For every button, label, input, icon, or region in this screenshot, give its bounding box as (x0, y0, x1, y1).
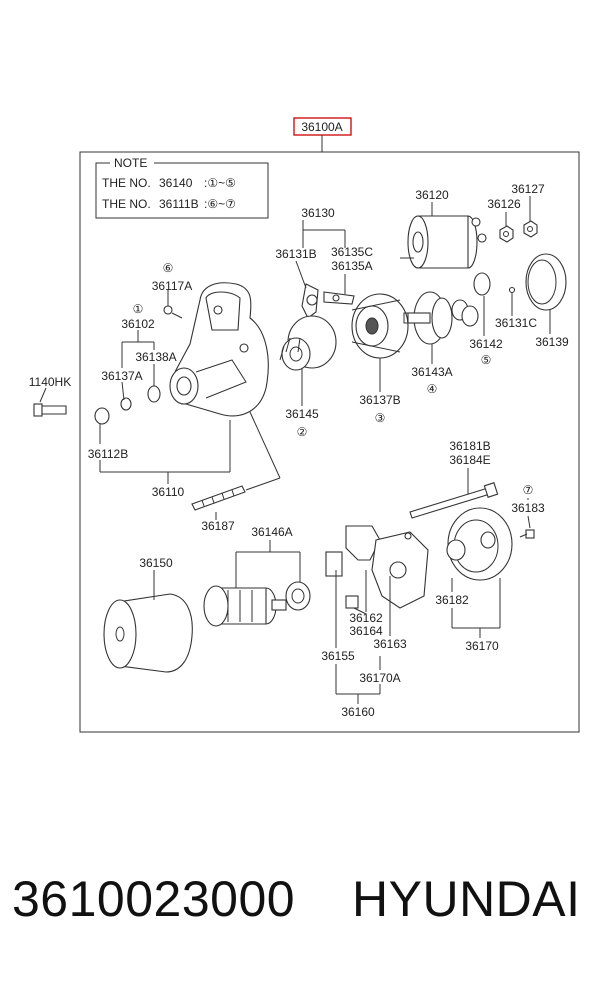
callout-36184E[interactable]: 36184E (449, 453, 490, 467)
callout-36155[interactable]: 36155 (321, 649, 355, 663)
callout-36120[interactable]: 36120 (415, 188, 449, 202)
callout-36131C[interactable]: 36131C (495, 316, 537, 330)
callout-labels: 36120 36127 36126 36130 36131B 36135C 36… (29, 182, 569, 719)
internal-gear-drawing (508, 253, 567, 311)
front-housing-drawing (169, 282, 269, 417)
marker-2[interactable]: ② (297, 425, 308, 439)
callout-36150[interactable]: 36150 (139, 556, 173, 570)
callout-36137B[interactable]: 36137B (359, 393, 400, 407)
footer: 3610023000 HYUNDAI (0, 870, 600, 950)
callout-36170[interactable]: 36170 (465, 639, 499, 653)
callout-36146A[interactable]: 36146A (251, 525, 292, 539)
callout-36138A[interactable]: 36138A (135, 350, 176, 364)
callout-36139[interactable]: 36139 (535, 335, 569, 349)
planetary-shaft-drawing (403, 291, 453, 345)
marker-1[interactable]: ① (133, 302, 144, 316)
callout-36187[interactable]: 36187 (201, 519, 235, 533)
marker-6-top[interactable]: ⑥ (163, 261, 174, 275)
callout-36164[interactable]: 36164 (349, 624, 383, 638)
callout-36135A[interactable]: 36135A (331, 259, 372, 273)
note-title: NOTE (114, 156, 147, 170)
marker-3[interactable]: ③ (375, 411, 386, 425)
part-number: 3610023000 (12, 871, 296, 927)
callout-36160[interactable]: 36160 (341, 705, 375, 719)
callout-36110[interactable]: 36110 (152, 485, 185, 499)
note-line2-part: 36111B (159, 197, 199, 211)
callout-36135C[interactable]: 36135C (331, 245, 373, 259)
callout-36183[interactable]: 36183 (511, 501, 545, 515)
callout-36145[interactable]: 36145 (285, 407, 319, 421)
note-line1-range: :①~⑤ (204, 176, 236, 190)
callout-36181B[interactable]: 36181B (449, 439, 490, 453)
callout-36143A[interactable]: 36143A (411, 365, 452, 379)
callout-36102[interactable]: 36102 (121, 317, 155, 331)
callout-36112B[interactable]: 36112B (88, 447, 128, 461)
callout-1140HK[interactable]: 1140HK (29, 375, 71, 389)
note-line1-prefix: THE NO. (102, 176, 151, 190)
callout-36170A[interactable]: 36170A (359, 671, 400, 685)
callout-36127[interactable]: 36127 (511, 182, 545, 196)
rear-bracket-drawing (446, 507, 513, 581)
callout-36162[interactable]: 36162 (349, 611, 383, 625)
planet-gears-drawing (451, 272, 491, 327)
callout-36182[interactable]: 36182 (435, 593, 469, 607)
callout-36131B[interactable]: 36131B (275, 247, 316, 261)
callout-36117A[interactable]: 36117A (152, 279, 192, 293)
note-line2-range: :⑥~⑦ (204, 197, 236, 211)
nut-drawings (499, 220, 538, 243)
note-line1-part: 36140 (159, 176, 193, 190)
callout-36163[interactable]: 36163 (373, 637, 407, 651)
clutch-plate-drawing (351, 293, 409, 359)
callout-36137A[interactable]: 36137A (101, 369, 142, 383)
bolt-1140HK-drawing (33, 403, 67, 417)
assembly-number[interactable]: 36100A (301, 120, 342, 134)
callout-36130[interactable]: 36130 (301, 206, 335, 220)
screw-36183-drawing (519, 529, 535, 539)
bushing-washer-drawings (94, 385, 161, 425)
note-box: NOTE THE NO. 36140 :①~⑤ THE NO. 36111B :… (95, 156, 269, 219)
callout-36126[interactable]: 36126 (487, 197, 521, 211)
marker-4[interactable]: ④ (427, 382, 438, 396)
solenoid-switch-drawing (400, 215, 487, 269)
callout-36142[interactable]: 36142 (469, 337, 503, 351)
yoke-drawing (103, 593, 193, 673)
through-bolt-36187-drawing (191, 485, 246, 511)
note-line2-prefix: THE NO. (102, 197, 151, 211)
screw-36117A-drawing (163, 305, 183, 319)
brand-name: HYUNDAI (352, 871, 581, 927)
marker-5[interactable]: ⑤ (481, 353, 492, 367)
brush-holder-drawing (325, 525, 429, 609)
pinion-drawing (279, 315, 337, 371)
diagram-frame (79, 151, 580, 733)
lever-drawing (301, 283, 355, 319)
through-bolt-36181B-drawing (409, 482, 499, 519)
marker-7[interactable]: ⑦ (523, 483, 534, 497)
armature-drawing (203, 581, 311, 627)
leader-lines (39, 196, 551, 704)
